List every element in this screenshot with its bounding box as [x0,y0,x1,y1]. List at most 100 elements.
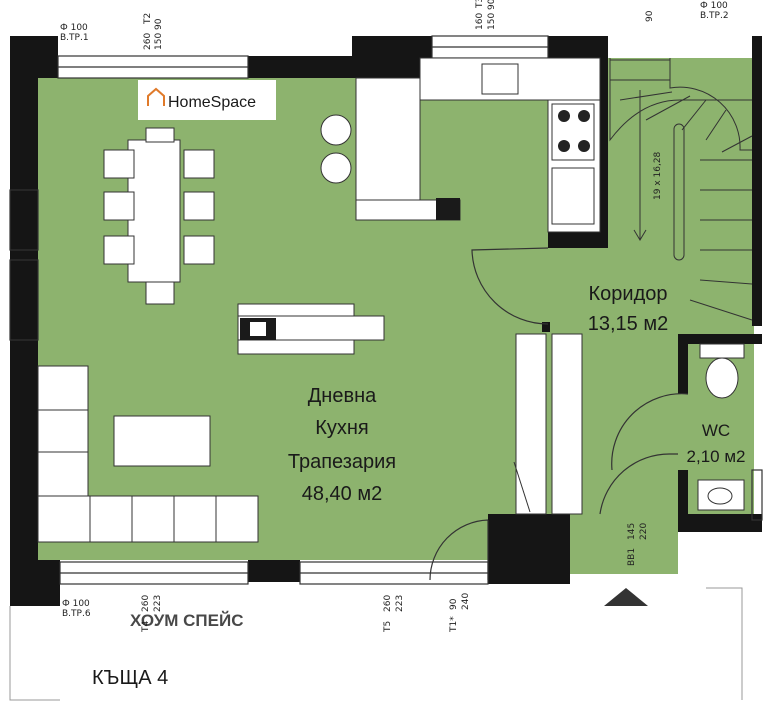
corridor-label: Коридор [589,283,668,305]
dining-chair [145,127,175,143]
code-t5: Т5 [383,621,393,633]
door-kitchen-swing [471,247,549,325]
phi-bottom-left: Ф 100 [62,599,90,609]
code-t4: Т4 [141,621,151,633]
dining-chair [103,149,135,179]
logo: HomeSpace [138,80,276,120]
wall-kitchen-divider [548,232,608,248]
doors [429,247,689,581]
sofa-back [37,365,89,497]
living-label-1: Дневна [308,385,377,407]
dining-chair [145,281,175,305]
wc-cistern [699,343,745,359]
kitchen-oven [436,198,460,220]
living-area: 48,40 м2 [302,483,382,505]
lounge [37,365,259,543]
coffee-table [113,415,211,467]
stair-note: 19 x 16,28 [653,151,663,200]
wall-bottom-right [548,514,570,584]
window-right-wc [751,469,763,521]
sofa-bottom [37,495,259,543]
annotations: Ф 100 В.ТР.1 260 Т2 150 90 160 Т3 150 90… [60,0,729,633]
dim-t3-a: 160 [475,13,485,30]
wardrobe-right [551,333,583,515]
wall-bottom-mid [248,560,300,582]
logo-text: HomeSpace [168,94,256,111]
stair-step [619,91,673,101]
walls [10,36,762,606]
dim-t4-a: 260 [141,595,151,612]
dining-set [103,127,215,305]
dim-t5-a: 260 [383,595,393,612]
dim-top-right: 90 [645,10,655,22]
dim-t1-a: 90 [449,598,459,610]
basin-bowl [707,487,733,505]
stair-step [699,279,753,285]
stair-step [721,135,753,153]
stair-step [689,299,753,321]
stairs [609,58,753,321]
wc-label: WC [702,421,730,440]
stair-arrow-head [633,229,647,241]
dining-table [127,139,181,283]
living-label-2: Кухня [315,417,369,439]
wc-fixtures [697,343,745,511]
dim-t5-b: 223 [395,595,405,612]
dim-bb1-a: 145 [627,523,637,540]
kitchen-peninsula [355,77,421,221]
wall-wc-left [678,334,688,394]
house-label: КЪЩА 4 [92,667,168,689]
door-wc-swing [611,393,689,471]
wall-wc-top [678,334,762,344]
wall-bottom-left [10,560,60,606]
windows [9,35,763,585]
wc-area: 2,10 м2 [687,447,746,466]
dining-chair [183,235,215,265]
stair-step [705,109,727,141]
logo-badge [138,80,276,120]
floor-areas [38,58,754,574]
toilet-icon [705,357,739,399]
stair-handrail [673,123,685,261]
wardrobe [513,333,583,515]
wall-wc-left-lower [678,470,688,532]
dim-t1-b: 240 [461,593,471,610]
riser-bottom-left: В.ТР.6 [62,609,91,619]
door-entry-swing [599,453,678,515]
wall-right-upper [752,36,762,326]
bar-stool [320,152,352,184]
dining-chair [183,149,215,179]
hob-burner [578,140,590,152]
corridor-area: 13,15 м2 [588,313,668,335]
hob-burner [558,110,570,122]
wall-left [10,36,38,606]
wall-top-right [548,36,608,58]
code-t3: Т3 [475,0,485,9]
dim-t4-b: 223 [153,595,163,612]
wall-mid-pier [542,322,550,332]
stair-outline-inner [669,58,752,151]
window-left-a [9,189,39,251]
wall-top-mid [248,56,378,78]
door-living-swing [429,519,489,581]
tv-island [237,303,385,355]
dining-chair [103,235,135,265]
riser-top-left: В.ТР.1 [60,33,89,43]
code-bb1: ВВ1 [627,548,637,566]
dim-t2-a: 260 [143,33,153,50]
wardrobe-door [513,461,531,513]
wall-stair-divider [600,58,608,248]
dim-t3-b: 150 90 [487,0,497,30]
code-t1: Т1* [449,616,459,633]
wall-bottom-mid2 [488,514,552,584]
house-icon [147,87,165,106]
window-left-b [9,259,39,341]
riser-top-right: В.ТР.2 [700,11,729,21]
dining-chair [183,191,215,221]
hob-burner [558,140,570,152]
hob-burner [578,110,590,122]
living-label-3: Трапезария [288,451,396,473]
wardrobe-left [515,333,547,515]
dim-t2-b: 150 90 [154,18,164,50]
